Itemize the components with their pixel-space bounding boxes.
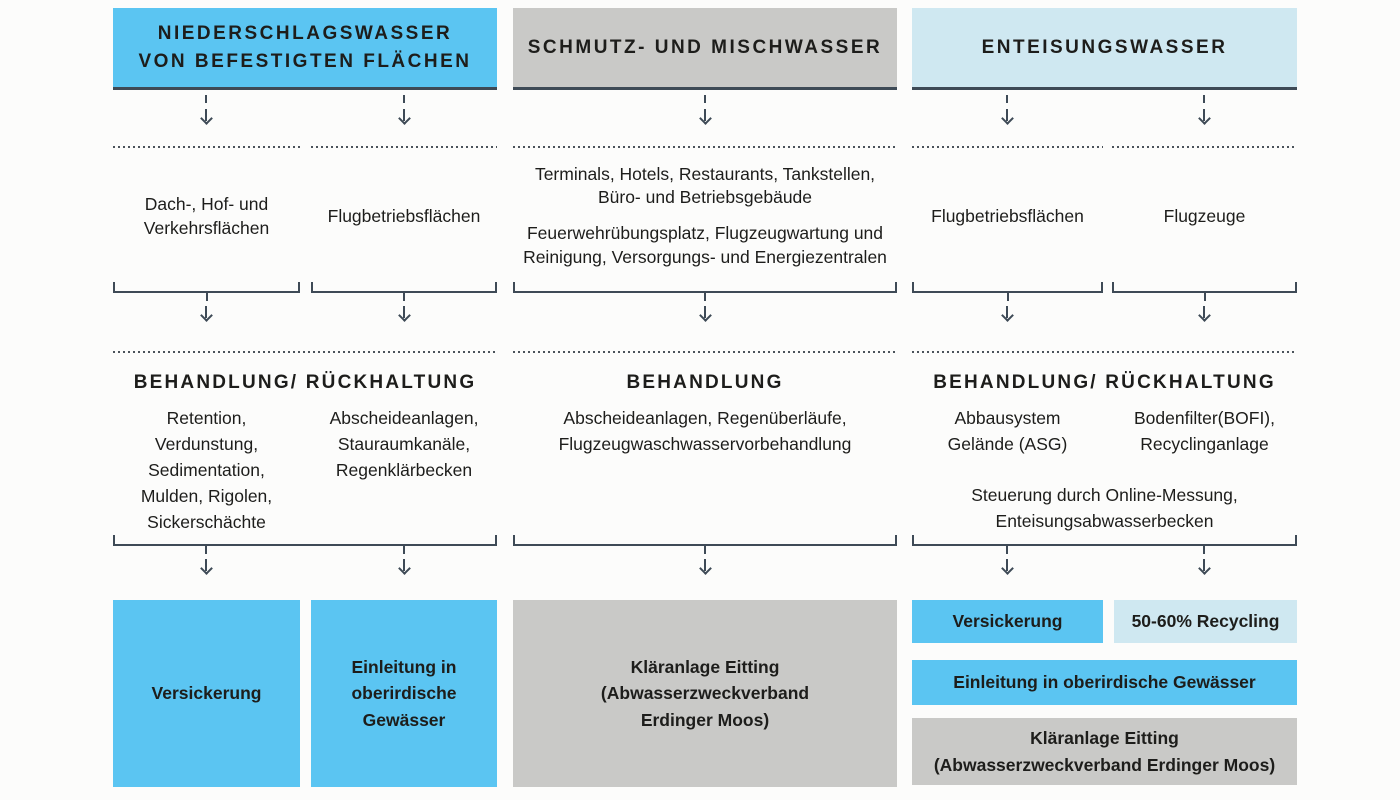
- down-arrow-icon: [195, 306, 217, 322]
- arrow-shaft: [403, 109, 405, 121]
- treatment-detail: Retention, Verdunstung, Sedimentation, M…: [140, 408, 273, 532]
- column-schmutz-mischwasser: SCHMUTZ- UND MISCHWASSER Terminals, Hote…: [513, 0, 897, 800]
- column-header-enteisungswasser: ENTEISUNGSWASSER: [912, 8, 1297, 90]
- dotted-divider: [1112, 146, 1297, 148]
- bracket-connector: [912, 535, 1297, 554]
- arrow-shaft: [205, 109, 207, 121]
- down-arrow-icon: [393, 95, 415, 125]
- dotted-divider: [912, 146, 1103, 148]
- down-arrow-icon: [1193, 306, 1215, 322]
- outcome-box-versickerung: Versickerung: [113, 600, 300, 787]
- down-arrow-icon: [195, 95, 217, 125]
- down-arrow-icon: [996, 559, 1018, 575]
- dotted-divider: [912, 351, 1297, 353]
- source-label: Dach-, Hof- und Verkehrsflächen: [143, 193, 270, 239]
- treatment-detail: Abscheideanlagen, Regenüberläufe, Flugze…: [558, 408, 852, 454]
- bracket-connector: [311, 282, 497, 301]
- column-header-schmutz-mischwasser: SCHMUTZ- UND MISCHWASSER: [513, 8, 897, 90]
- outcome-box-einleitung: Einleitung in oberirdische Gewässer: [311, 600, 497, 787]
- source-label: Flugzeuge: [1163, 205, 1246, 226]
- treatment-note: Steuerung durch Online-Messung, Enteisun…: [971, 485, 1238, 531]
- treatment-heading: BEHANDLUNG: [626, 372, 784, 393]
- down-arrow-icon: [694, 95, 716, 125]
- treatment-heading: BEHANDLUNG/ RÜCKHALTUNG: [933, 372, 1276, 393]
- source-label: Terminals, Hotels, Restaurants, Tankstel…: [534, 163, 876, 208]
- source-label: Flugbetriebsflächen: [327, 205, 481, 226]
- bracket-connector: [912, 282, 1103, 301]
- outcome-box-klaeranlage: Kläranlage Eitting (Abwasserzweckverband…: [912, 718, 1297, 785]
- dotted-divider: [113, 351, 497, 353]
- column-niederschlagswasser: NIEDERSCHLAGSWASSER VON BEFESTIGTEN FLÄC…: [113, 0, 497, 800]
- outcome-box-versickerung: Versickerung: [912, 600, 1103, 643]
- bracket-connector: [1112, 282, 1297, 301]
- down-arrow-icon: [393, 306, 415, 322]
- down-arrow-icon: [996, 306, 1018, 322]
- bracket-connector: [513, 535, 897, 554]
- outcome-box-klaeranlage: Kläranlage Eitting (Abwasserzweckverband…: [513, 600, 897, 787]
- down-arrow-icon: [1193, 95, 1215, 125]
- outcome-box-recycling: 50-60% Recycling: [1114, 600, 1297, 643]
- down-arrow-icon: [694, 306, 716, 322]
- down-arrow-icon: [393, 559, 415, 575]
- treatment-detail: Abscheideanlagen, Stauraumkanäle, Regenk…: [329, 408, 479, 480]
- connector-tick: [205, 95, 207, 103]
- dotted-divider: [113, 146, 300, 148]
- column-header-niederschlagswasser: NIEDERSCHLAGSWASSER VON BEFESTIGTEN FLÄC…: [113, 8, 497, 90]
- dotted-divider: [513, 146, 897, 148]
- source-label: Feuerwehrübungsplatz, Flugzeugwartung un…: [523, 223, 887, 267]
- bracket-connector: [113, 282, 300, 301]
- treatment-heading: BEHANDLUNG/ RÜCKHALTUNG: [133, 372, 477, 393]
- dotted-divider: [513, 351, 897, 353]
- connector-tick: [403, 95, 405, 103]
- column-enteisungswasser: ENTEISUNGSWASSER Flugbetriebsflächen Flu…: [912, 0, 1297, 800]
- source-label: Flugbetriebsflächen: [931, 205, 1084, 226]
- bracket-connector: [113, 535, 497, 554]
- down-arrow-icon: [195, 559, 217, 575]
- bracket-connector: [513, 282, 897, 301]
- arrow-head: [397, 112, 411, 125]
- down-arrow-icon: [996, 95, 1018, 125]
- dotted-divider: [311, 146, 497, 148]
- down-arrow-icon: [694, 559, 716, 575]
- treatment-detail: Abbausystem Gelände (ASG): [947, 408, 1068, 454]
- down-arrow-icon: [1193, 559, 1215, 575]
- arrow-head: [199, 112, 213, 125]
- source-group: Terminals, Hotels, Restaurants, Tankstel…: [513, 150, 897, 282]
- treatment-detail: Bodenfilter(BOFI), Recyclinganlage: [1133, 408, 1276, 454]
- outcome-box-einleitung: Einleitung in oberirdische Gewässer: [912, 660, 1297, 705]
